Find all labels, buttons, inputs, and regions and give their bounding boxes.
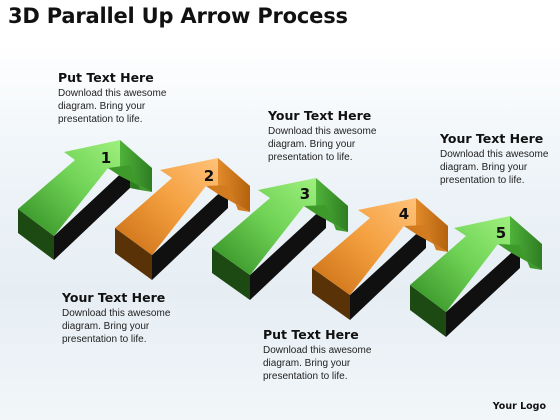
arrow-number-4: 4 — [399, 205, 409, 223]
block-heading: Your Text Here — [62, 290, 166, 305]
arrow-number-2: 2 — [204, 167, 214, 185]
block-heading: Put Text Here — [58, 70, 154, 85]
block-body: Download this awesome diagram. Bring you… — [58, 88, 167, 125]
arrow-number-5: 5 — [496, 224, 506, 242]
text-block-3: Your Text Here Download this awesome dia… — [440, 131, 555, 187]
arrow-4: 4 — [312, 198, 448, 320]
block-body: Download this awesome diagram. Bring you… — [440, 149, 549, 186]
block-heading: Your Text Here — [440, 131, 544, 146]
block-heading: Put Text Here — [263, 327, 359, 342]
block-body: Download this awesome diagram. Bring you… — [268, 126, 377, 163]
arrow-number-3: 3 — [300, 185, 310, 203]
title-band — [0, 0, 560, 44]
arrow-2: 2 — [115, 158, 250, 280]
block-body: Download this awesome diagram. Bring you… — [263, 345, 372, 382]
text-block-4: Your Text Here Download this awesome dia… — [62, 290, 192, 346]
arrow-1: 1 — [18, 140, 152, 260]
text-block-1: Put Text Here Download this awesome diag… — [58, 70, 188, 126]
arrow-3: 3 — [212, 178, 348, 300]
arrow-number-1: 1 — [101, 149, 111, 167]
arrow-5: 5 — [410, 216, 542, 337]
page-title: 3D Parallel Up Arrow Process — [8, 4, 348, 28]
text-block-5: Put Text Here Download this awesome diag… — [263, 327, 393, 383]
text-block-2: Your Text Here Download this awesome dia… — [268, 108, 398, 164]
logo-text: Your Logo — [492, 401, 546, 412]
block-body: Download this awesome diagram. Bring you… — [62, 308, 171, 345]
block-heading: Your Text Here — [268, 108, 372, 123]
